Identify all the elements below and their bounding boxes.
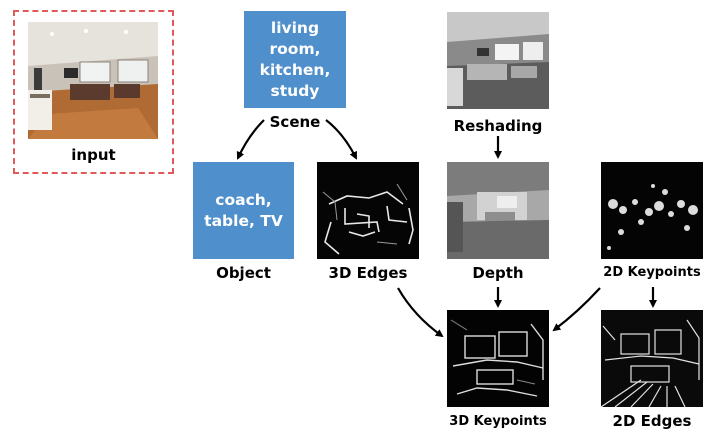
input-dashed-frame [13, 10, 174, 174]
object-classification-box: coach, table, TV [193, 162, 294, 259]
scene-label: Scene [269, 113, 321, 131]
keypoints3d-image [447, 310, 549, 407]
arrow-edges3d-to-keypoints3d [397, 287, 444, 338]
reshading-label: Reshading [453, 117, 543, 135]
arrow-scene-to-object [236, 119, 265, 160]
object-label: Object [216, 264, 271, 282]
input-label: input [71, 146, 116, 164]
arrow-keypoints2d-to-keypoints3d [552, 287, 601, 332]
arrow-scene-to-edges3d [325, 119, 357, 160]
keypoints2d-image [601, 162, 703, 259]
keypoints3d-label: 3D Keypoints [449, 414, 547, 429]
input-room-photo [28, 22, 158, 139]
depth-image [447, 162, 549, 259]
edges2d-label: 2D Edges [612, 412, 692, 430]
edges3d-image [317, 162, 419, 259]
depth-label: Depth [472, 264, 524, 282]
edges3d-label: 3D Edges [328, 264, 408, 282]
reshading-image [447, 12, 549, 109]
keypoints2d-label: 2D Keypoints [603, 265, 701, 280]
scene-classification-box: living room, kitchen, study [244, 11, 346, 108]
edges2d-image [601, 310, 703, 407]
